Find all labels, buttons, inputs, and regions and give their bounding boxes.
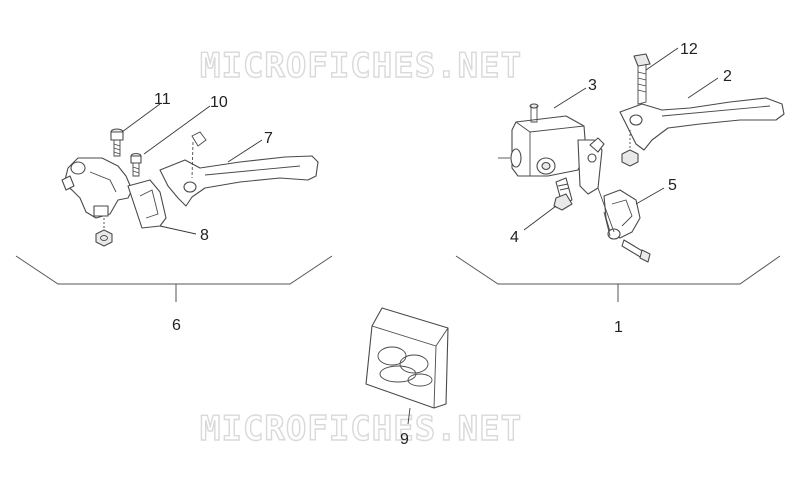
holder-tab [93, 205, 109, 217]
screw-10 [130, 152, 142, 177]
master-cylinder-clamp[interactable] [603, 189, 641, 239]
brake-lever-pivot [629, 114, 643, 126]
screw-11 [110, 128, 124, 157]
clutch-lever[interactable] [159, 155, 319, 207]
gasket-kit-bag [365, 307, 449, 409]
callout-2: 2 [723, 68, 732, 85]
callout-3: 3 [588, 77, 597, 94]
cap-screw [529, 103, 539, 123]
callout-8: 8 [200, 227, 209, 244]
brake-master-cylinder[interactable] [511, 115, 587, 177]
nut-left [95, 229, 113, 247]
group-bracket-right [455, 255, 781, 302]
banjo-bolt-4 [553, 177, 573, 211]
right-master-cylinder-assembly [498, 53, 785, 263]
leader-lines [121, 47, 719, 425]
callout-4: 4 [510, 229, 519, 246]
callout-12: 12 [680, 41, 698, 58]
callout-1: 1 [614, 319, 623, 336]
callout-6: 6 [172, 317, 181, 334]
nut-right [621, 149, 639, 167]
brake-lever[interactable] [619, 97, 785, 151]
callout-7: 7 [264, 130, 273, 147]
callout-11: 11 [154, 91, 171, 108]
left-lever-assembly [61, 128, 319, 247]
clamp-bolt [621, 239, 651, 263]
callout-5: 5 [668, 177, 677, 194]
kit-bag[interactable] [365, 307, 449, 409]
watermark-bottom: MICROFICHES.NET [200, 409, 522, 449]
cable-adjuster [61, 175, 75, 191]
lever-pivot-hole [183, 181, 197, 193]
callout-9: 9 [400, 431, 409, 448]
handlebar-clamp[interactable] [127, 179, 167, 229]
callout-10: 10 [210, 94, 228, 111]
pivot-bolt-12 [633, 53, 651, 105]
cylinder-port [510, 148, 522, 168]
group-bracket-left [15, 255, 333, 302]
watermark-top: MICROFICHES.NET [200, 46, 522, 86]
